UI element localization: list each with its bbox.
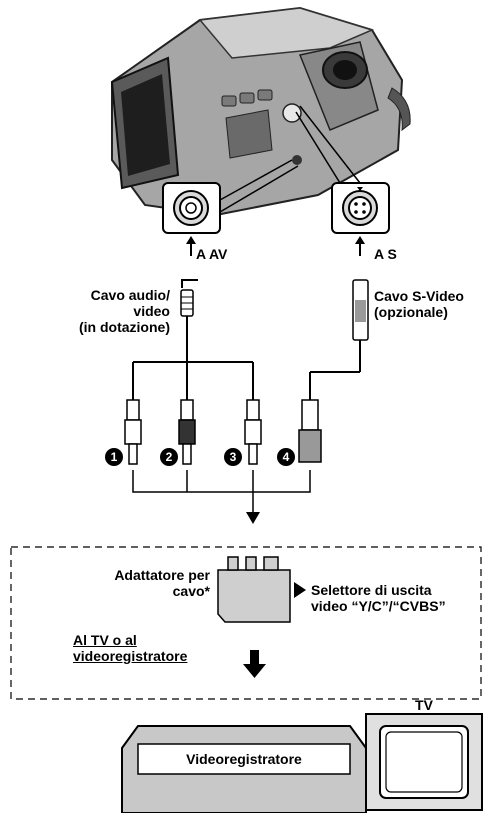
bracket-to-adapter [132,470,311,524]
s-connector-label: A S [374,246,397,262]
destination-label-line: Al TV o al [73,632,137,648]
destination-label-line: videoregistratore [73,648,188,664]
av-mini-plug [180,279,198,362]
adapter-label: Adattatore per cavo* [20,567,210,599]
camcorder-illustration [110,6,411,217]
rca-plug-2 [178,399,196,465]
svideo-cable-label-line: (opzionale) [374,304,448,320]
plug-number-4: 4 [277,448,295,466]
vcr-illustration [121,725,367,813]
s-jack-box [295,105,390,234]
tv-label: TV [415,697,433,713]
output-selector-label-line: video “Y/C”/“CVBS” [311,598,446,614]
svideo-plug-4 [298,399,322,463]
rca-plug-3 [244,399,262,465]
destination-label: Al TV o al videoregistratore [73,632,187,664]
tv-connection-box [10,546,482,700]
av-cable-label-line: (in dotazione) [79,319,170,335]
output-selector-label-line: Selettore di uscita [311,582,432,598]
svideo-plug [309,279,369,400]
av-cable-label-line: video [133,303,170,319]
svideo-cable-label: Cavo S-Video (opzionale) [374,288,464,320]
arrow-down-icon [243,650,266,678]
arrow-down-icon [246,512,260,524]
arrow-up-icon [186,236,196,256]
rca-plug-1 [124,399,142,465]
adapter-label-line: cavo* [172,583,210,599]
av-connector-label: A AV [196,246,228,262]
arrow-up-icon [355,236,365,256]
vcr-label: Videoregistratore [186,751,302,767]
av-jack-box [162,159,299,234]
av-cable-label-line: Cavo audio/ [90,287,170,303]
cable-adapter-icon [217,556,306,623]
tv-illustration [365,713,483,811]
av-cable-label: Cavo audio/ video (in dotazione) [0,287,170,335]
output-selector-label: Selettore di uscita video “Y/C”/“CVBS” [311,582,446,614]
svideo-cable-label-line: Cavo S-Video [374,288,464,304]
plug-number-1: 1 [105,448,123,466]
av-cable-split [132,361,254,400]
plug-number-3: 3 [224,448,242,466]
adapter-label-line: Adattatore per [114,567,210,583]
plug-number-2: 2 [160,448,178,466]
